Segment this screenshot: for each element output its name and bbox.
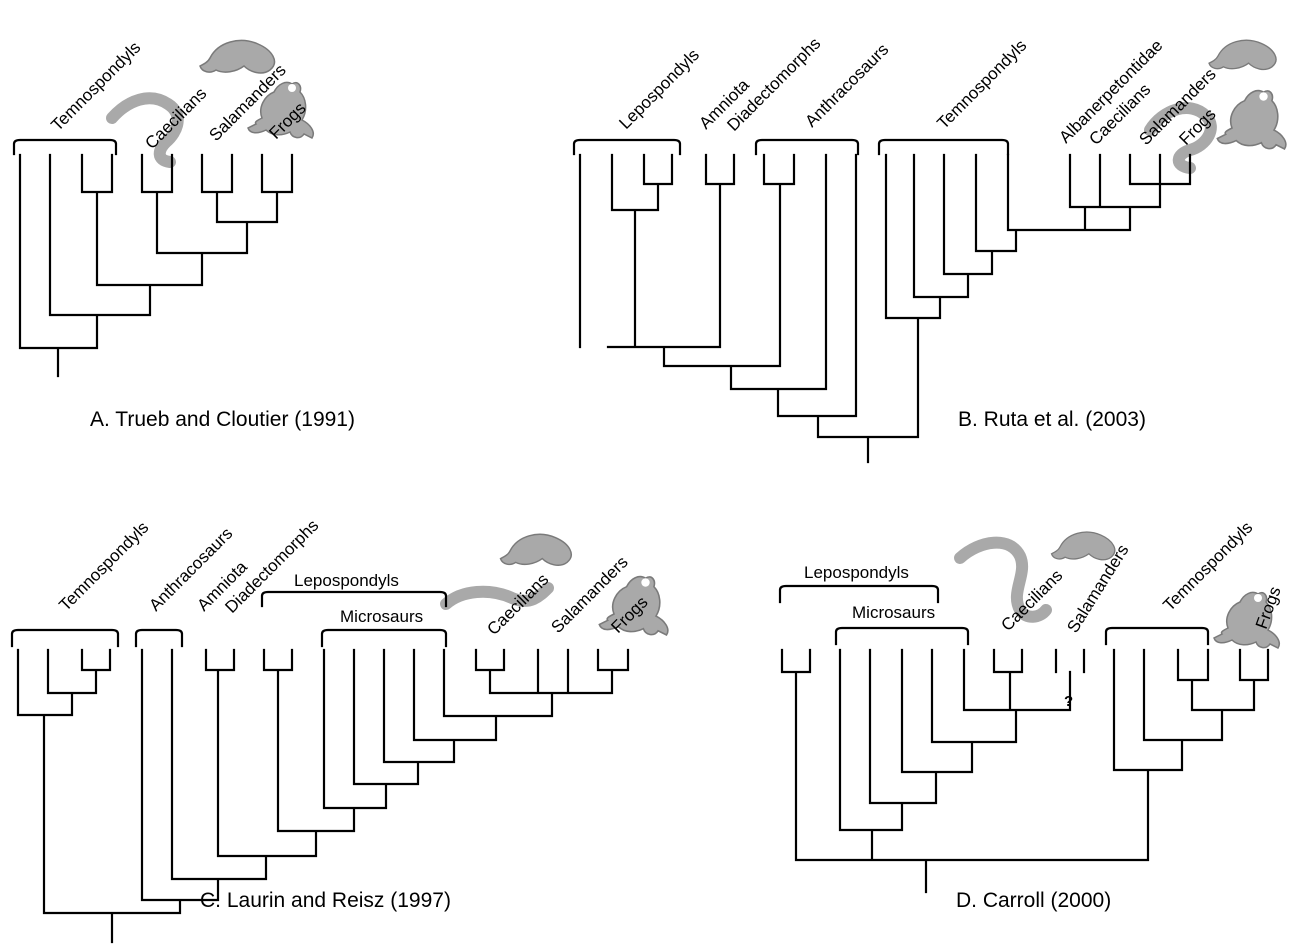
uncertain-marker: ? <box>1064 693 1073 710</box>
bracket-anthracosaurs-c <box>134 628 184 648</box>
tree-panel-b <box>578 153 1192 464</box>
bracket-lepospondyls-d <box>778 584 940 604</box>
tree-panel-d <box>780 648 1270 894</box>
panel-b: Lepospondyls Amniota Diadectomorphs Anth… <box>572 34 1287 464</box>
label-temnospondyls: Temnospondyls <box>55 518 152 615</box>
bracket-temnospondyls <box>12 138 118 156</box>
caption-panel-b: B. Ruta et al. (2003) <box>958 408 1146 431</box>
label-microsaurs: Microsaurs <box>340 607 423 626</box>
label-lepospondyls: Lepospondyls <box>294 571 399 590</box>
bracket-temnospondyls-b <box>877 138 1010 156</box>
caecilian-silhouette-icon <box>954 536 1052 623</box>
label-lepospondyls: Lepospondyls <box>804 563 909 582</box>
salamander-silhouette-icon <box>499 533 572 566</box>
caecilian-silhouette-icon <box>106 92 184 168</box>
frog-silhouette-icon <box>1216 89 1287 150</box>
bracket-temnospondyls-c <box>10 628 120 648</box>
label-lepospondyls: Lepospondyls <box>615 45 703 133</box>
label-microsaurs: Microsaurs <box>852 603 935 622</box>
panel-c: Temnospondyls Anthracosaurs Amniota Diad… <box>10 516 669 944</box>
salamander-silhouette-icon <box>199 39 276 74</box>
label-temnospondyls: Temnospondyls <box>47 38 144 135</box>
caption-panel-c: C. Laurin and Reisz (1997) <box>200 889 451 912</box>
caption-panel-a: A. Trueb and Cloutier (1991) <box>90 408 355 431</box>
bracket-lepospondyls-c <box>260 590 448 608</box>
bracket-lepospondyls <box>572 138 682 156</box>
caecilian-silhouette-icon <box>440 582 554 610</box>
label-caecilians: Caecilians <box>997 566 1066 635</box>
tree-panel-a <box>18 153 294 378</box>
bracket-anthracosaurs <box>754 138 860 156</box>
salamander-silhouette-icon <box>1050 531 1116 561</box>
caption-panel-d: D. Carroll (2000) <box>956 889 1111 912</box>
label-caecilians: Caecilians <box>483 570 552 639</box>
salamander-silhouette-icon <box>1208 39 1277 71</box>
bracket-temnospondyls-d <box>1104 626 1210 646</box>
bracket-microsaurs-c <box>320 628 448 648</box>
label-temnospondyls: Temnospondyls <box>933 36 1030 133</box>
panel-a: Temnospondyls Caecilians Salamanders Fro… <box>12 38 355 431</box>
bracket-microsaurs-d <box>834 626 970 646</box>
tree-panel-c <box>16 648 630 944</box>
caecilian-silhouette-icon <box>1144 102 1217 174</box>
panel-d: Lepospondyls Microsaurs Caecilians Salam… <box>778 518 1285 912</box>
